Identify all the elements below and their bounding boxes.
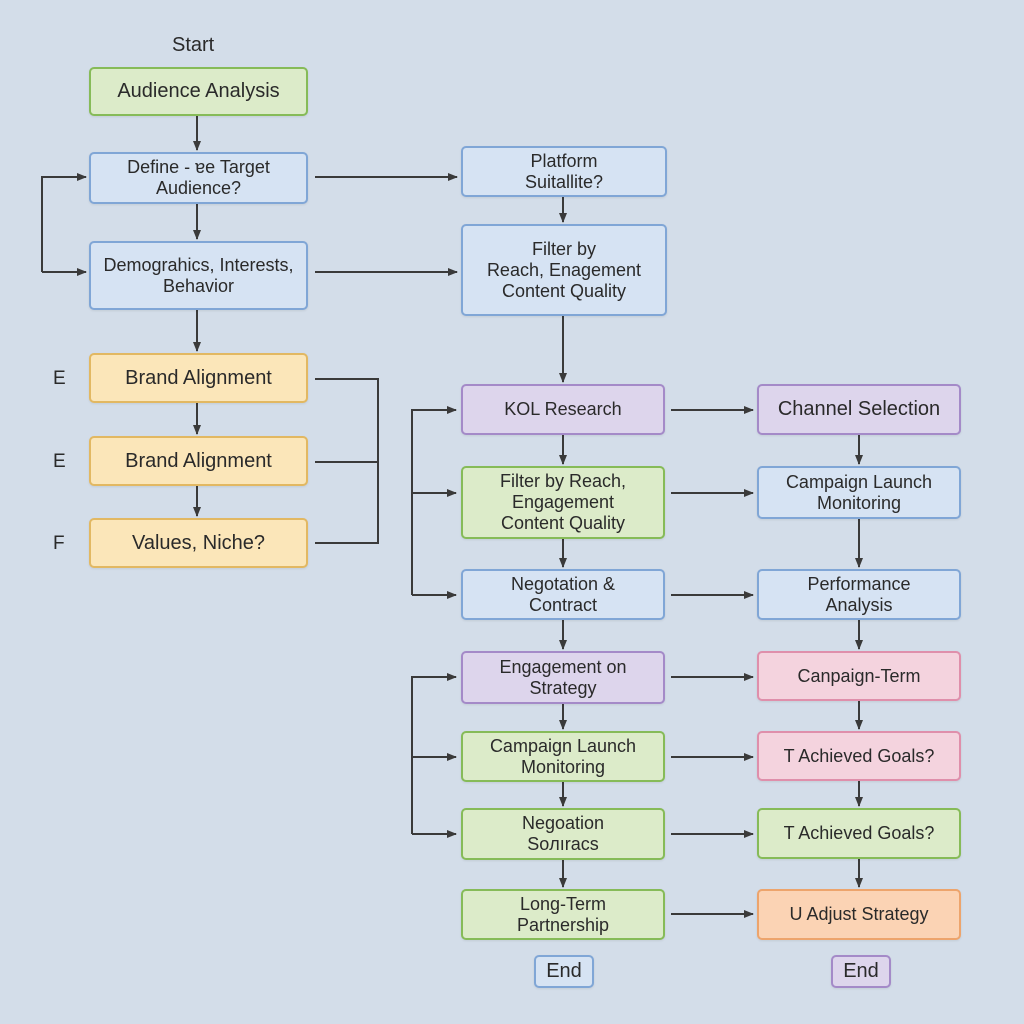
node-achieved-goals-1[interactable]: T Achieved Goals? xyxy=(757,731,961,781)
node-channel-selection[interactable]: Channel Selection xyxy=(757,384,961,435)
side-label-e-1: E xyxy=(53,368,66,389)
node-negoation-sources[interactable]: Negoation Soлıracs xyxy=(461,808,665,860)
node-campaign-launch-monitoring-right[interactable]: Campaign Launch Monitoring xyxy=(757,466,961,519)
node-audience-analysis[interactable]: Audience Analysis xyxy=(89,67,308,116)
node-demographics[interactable]: Demograhics, Interests, Behavior xyxy=(89,241,308,310)
node-kol-research[interactable]: KOL Research xyxy=(461,384,665,435)
node-filter-reach-engagement[interactable]: Filter by Reach, Engagement Content Qual… xyxy=(461,466,665,539)
arrow-left-loop-top xyxy=(41,173,87,272)
node-campaign-term[interactable]: Canpaign-Term xyxy=(757,651,961,701)
start-label: Start xyxy=(172,34,215,56)
node-performance-analysis[interactable]: Performance Analysis xyxy=(757,569,961,620)
side-label-e-2: E xyxy=(53,451,66,472)
node-brand-alignment-1[interactable]: Brand Alignment xyxy=(89,353,308,403)
node-campaign-launch-monitoring-mid[interactable]: Campaign Launch Monitoring xyxy=(461,731,665,782)
node-filter-reach-engagement-top[interactable]: Filter by Reach, Enagement Content Quali… xyxy=(461,224,667,316)
arrow-mid-loop1-top xyxy=(411,406,457,595)
node-negotiation-contract[interactable]: Negotation & Contract xyxy=(461,569,665,620)
node-values-niche[interactable]: Values, Niche? xyxy=(89,518,308,568)
node-engagement-strategy[interactable]: Engagement on Strategy xyxy=(461,651,665,704)
node-adjust-strategy[interactable]: U Adjust Strategy xyxy=(757,889,961,940)
node-brand-alignment-2[interactable]: Brand Alignment xyxy=(89,436,308,486)
node-end-right[interactable]: End xyxy=(831,955,891,988)
arrow-mid-loop2-top xyxy=(411,673,457,834)
side-label-f: F xyxy=(53,533,65,554)
node-end-middle[interactable]: End xyxy=(534,955,594,988)
node-achieved-goals-2[interactable]: T Achieved Goals? xyxy=(757,808,961,859)
node-long-term-partnership[interactable]: Long-Term Partnership xyxy=(461,889,665,940)
node-platform-suitability[interactable]: Platform Suitallite? xyxy=(461,146,667,197)
node-define-target-audience[interactable]: Define - ɐe Target Audience? xyxy=(89,152,308,204)
